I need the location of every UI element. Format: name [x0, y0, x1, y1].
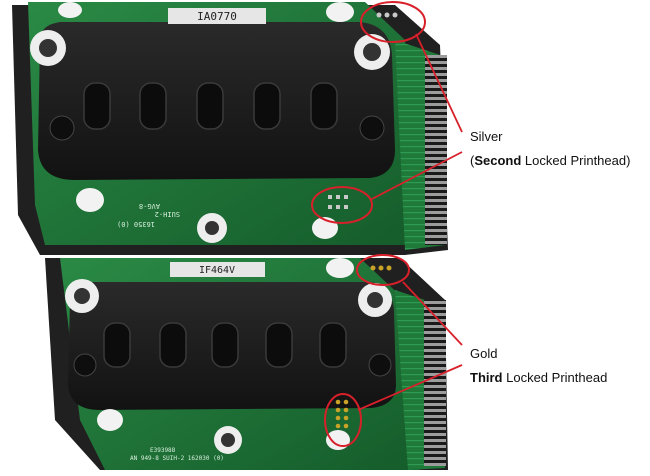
nozzle-port-icon	[319, 322, 347, 368]
bottom-silkscreen-2: AN 949-8 SUIH-2 162030 (0)	[130, 455, 224, 462]
second-locked-caption: (Second Locked Printhead)	[470, 152, 630, 169]
silver-label: Silver	[470, 129, 503, 144]
top-silkscreen-2: SUIH-2	[155, 210, 180, 218]
top-callout-line-2	[369, 151, 463, 201]
nozzle-port-icon	[265, 322, 293, 368]
bottom-printhead-board: IF464V E393988 AN 949-8 SUIH-2 162030 (0…	[45, 254, 463, 470]
bottom-highlight-circle-upper	[356, 254, 410, 286]
nozzle-port-icon	[139, 82, 167, 130]
nozzle-port-icon	[211, 322, 239, 368]
top-highlight-circle-upper	[360, 1, 426, 43]
nozzle-port-icon	[310, 82, 338, 130]
nozzle-port-icon	[83, 82, 111, 130]
bottom-connector-pins	[424, 300, 446, 466]
nozzle-port-icon	[253, 82, 281, 130]
second-bold-label: Second	[474, 153, 522, 168]
silver-caption: Silver	[470, 128, 503, 145]
bottom-callout-line-2	[357, 364, 463, 411]
top-callout-line-1	[415, 33, 463, 133]
screw-holes	[65, 279, 392, 454]
top-silkscreen-3: AVG-8	[139, 202, 160, 210]
bottom-highlight-circle-lower	[324, 393, 362, 447]
top-highlight-circle-lower	[311, 186, 373, 224]
top-serial-label: IA0770	[197, 10, 237, 23]
third-locked-caption: Third Locked Printhead	[470, 369, 607, 386]
third-caption-rest: Locked Printhead	[502, 370, 608, 385]
third-bold-label: Third	[470, 370, 503, 385]
nozzle-port-icon	[159, 322, 187, 368]
gold-label: Gold	[470, 346, 498, 361]
gold-caption: Gold	[470, 345, 497, 362]
second-caption-rest: Locked Printhead)	[521, 153, 631, 168]
top-serial-sticker	[168, 8, 266, 24]
top-printhead-board: IA0770 16350 (0) SUIH-2 AVG-8	[12, 1, 463, 255]
bottom-silkscreen-1: E393988	[150, 447, 176, 454]
bottom-callout-line-1	[402, 281, 463, 346]
bottom-serial-sticker	[170, 262, 265, 277]
second-caption-prefix: (	[470, 153, 475, 168]
top-connector-pins	[425, 55, 447, 245]
screw-holes	[30, 30, 390, 243]
bottom-serial-label: IF464V	[199, 265, 235, 276]
top-silkscreen-1: 16350 (0)	[117, 220, 155, 228]
nozzle-port-icon	[196, 82, 224, 130]
nozzle-port-icon	[103, 322, 131, 368]
